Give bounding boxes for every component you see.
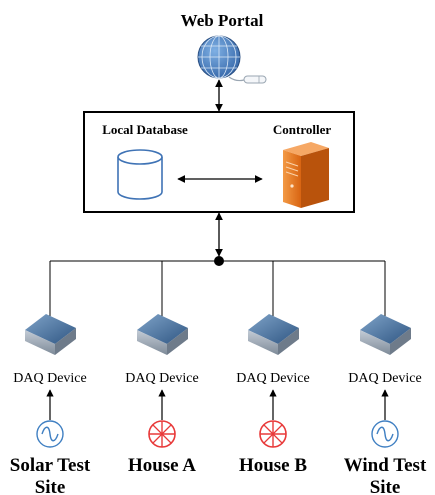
house-load-icon (259, 420, 287, 448)
server-icon (283, 142, 329, 208)
daq-device-label: DAQ Device (348, 371, 421, 386)
site-label: Solar Test (10, 455, 91, 476)
controller-label: Controller (273, 122, 331, 137)
site-label: House A (128, 455, 196, 476)
site-label: House B (239, 455, 307, 476)
site-label: Wind Test (344, 455, 427, 476)
daq-device-icon (137, 314, 188, 355)
daq-device-icon (25, 314, 76, 355)
database-label: Local Database (102, 122, 188, 137)
web-portal-title: Web Portal (181, 11, 264, 30)
daq-device-icon (360, 314, 411, 355)
site-label: Site (370, 477, 401, 495)
database-icon (117, 149, 163, 200)
daq-device-label: DAQ Device (125, 371, 198, 386)
network-cable-icon (228, 75, 267, 84)
globe-icon (197, 35, 241, 79)
house-load-icon (148, 420, 176, 448)
site-label: Site (35, 477, 66, 495)
daq-device-icon (248, 314, 299, 355)
daq-device-label: DAQ Device (13, 371, 86, 386)
sine-source-icon (36, 420, 64, 448)
sine-source-icon (371, 420, 399, 448)
daq-device-label: DAQ Device (236, 371, 309, 386)
